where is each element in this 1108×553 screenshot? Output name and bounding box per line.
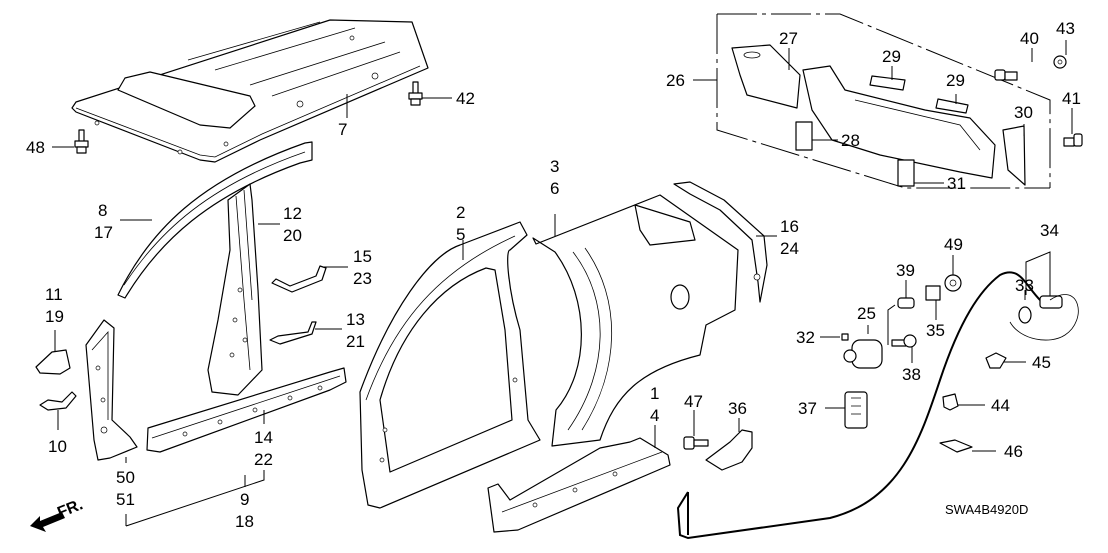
bracket-13[interactable] <box>269 321 317 345</box>
side-sill-outer[interactable] <box>487 437 671 533</box>
callout-42: 42 <box>456 89 475 108</box>
callout-41: 41 <box>1062 89 1081 108</box>
clip-45[interactable] <box>985 352 1007 369</box>
front-direction-label: FR. <box>55 496 85 521</box>
roof-side-rail[interactable] <box>117 141 313 299</box>
bolt-38[interactable] <box>891 334 917 348</box>
callout-43: 43 <box>1056 19 1075 38</box>
callout-24: 24 <box>780 239 799 258</box>
callout-3: 3 <box>550 157 559 176</box>
fuel-lid-opener[interactable] <box>705 429 753 471</box>
callout-8: 8 <box>98 201 107 220</box>
callout-29b: 29 <box>946 71 965 90</box>
callout-36: 36 <box>728 399 747 418</box>
callout-7: 7 <box>338 120 347 139</box>
callout-32: 32 <box>796 328 815 347</box>
callout-21: 21 <box>346 332 365 351</box>
bracket-29b[interactable] <box>935 98 969 114</box>
callout-47: 47 <box>684 392 703 411</box>
callout-23: 23 <box>353 269 372 288</box>
callout-18: 18 <box>235 512 254 531</box>
callout-17: 17 <box>94 223 113 242</box>
callout-1: 1 <box>650 384 659 403</box>
bracket-30[interactable] <box>1002 125 1026 186</box>
callout-48: 48 <box>26 138 45 157</box>
outer-side-panel-rear[interactable] <box>532 194 739 447</box>
bolt-42[interactable] <box>408 81 423 106</box>
bracket-29a[interactable] <box>869 75 906 91</box>
callout-40: 40 <box>1020 29 1039 48</box>
clip-32[interactable] <box>841 333 849 341</box>
grommet-49[interactable] <box>944 274 962 292</box>
callout-4: 4 <box>650 406 659 425</box>
fuel-lid-25[interactable] <box>843 339 883 369</box>
brace-10[interactable] <box>39 391 77 411</box>
callout-10: 10 <box>48 437 67 456</box>
front-direction-arrow <box>30 512 65 532</box>
callout-9: 9 <box>240 490 249 509</box>
callout-26: 26 <box>666 71 685 90</box>
callout-34: 34 <box>1040 221 1059 240</box>
side-sill-inner[interactable] <box>146 367 347 453</box>
roof-panel[interactable] <box>71 19 429 163</box>
callout-12: 12 <box>283 204 302 223</box>
callout-30: 30 <box>1014 103 1033 122</box>
callout-50: 50 <box>116 468 135 487</box>
callout-49: 49 <box>944 235 963 254</box>
callout-22: 22 <box>254 450 273 469</box>
callout-25: 25 <box>857 304 876 323</box>
center-pillar-inner[interactable] <box>207 183 263 396</box>
pad-46[interactable] <box>939 439 973 453</box>
rear-pillar-inner[interactable] <box>673 181 768 303</box>
callout-38: 38 <box>902 365 921 384</box>
callout-14: 14 <box>254 428 273 447</box>
callout-5: 5 <box>456 225 465 244</box>
vent-37[interactable] <box>844 391 868 429</box>
bracket-31[interactable] <box>897 159 915 187</box>
callout-51: 51 <box>116 490 135 509</box>
spring-39[interactable] <box>897 297 915 309</box>
callout-28: 28 <box>841 131 860 150</box>
callout-11: 11 <box>45 285 63 304</box>
callout-33: 33 <box>1015 276 1034 295</box>
rear-panel[interactable] <box>802 65 996 179</box>
bolt-47[interactable] <box>683 436 709 450</box>
bracket-15[interactable] <box>271 265 327 293</box>
outer-side-panel-front[interactable] <box>359 221 541 509</box>
callout-45: 45 <box>1032 353 1051 372</box>
callout-31: 31 <box>947 174 966 193</box>
rear-inner-panel-27[interactable] <box>731 44 801 109</box>
bracket-28[interactable] <box>795 121 813 151</box>
callout-20: 20 <box>283 226 302 245</box>
callout-27: 27 <box>779 29 798 48</box>
callout-15: 15 <box>353 247 372 266</box>
clip-35[interactable] <box>925 285 941 301</box>
callout-13: 13 <box>346 310 365 329</box>
bolt-48[interactable] <box>74 129 89 154</box>
callout-16: 16 <box>780 217 799 236</box>
bolt-41[interactable] <box>1063 133 1083 147</box>
actuator-34[interactable] <box>1009 294 1079 341</box>
bolt-40[interactable] <box>994 69 1018 81</box>
callout-39: 39 <box>896 261 915 280</box>
callout-35: 35 <box>926 321 945 340</box>
callout-46: 46 <box>1004 442 1023 461</box>
callout-37: 37 <box>798 399 817 418</box>
callout-19: 19 <box>45 307 64 326</box>
drawing-code: SWA4B4920D <box>945 502 1028 517</box>
callout-6: 6 <box>550 179 559 198</box>
callout-29a: 29 <box>882 47 901 66</box>
nut-43[interactable] <box>1053 55 1067 69</box>
callout-2: 2 <box>456 203 465 222</box>
front-pillar-lower[interactable] <box>85 319 138 461</box>
brace-11[interactable] <box>35 349 71 375</box>
clip-44[interactable] <box>942 393 959 411</box>
rear-panel-group-outline <box>716 13 1051 189</box>
callout-44: 44 <box>991 396 1010 415</box>
grommet-33[interactable] <box>1018 306 1032 324</box>
